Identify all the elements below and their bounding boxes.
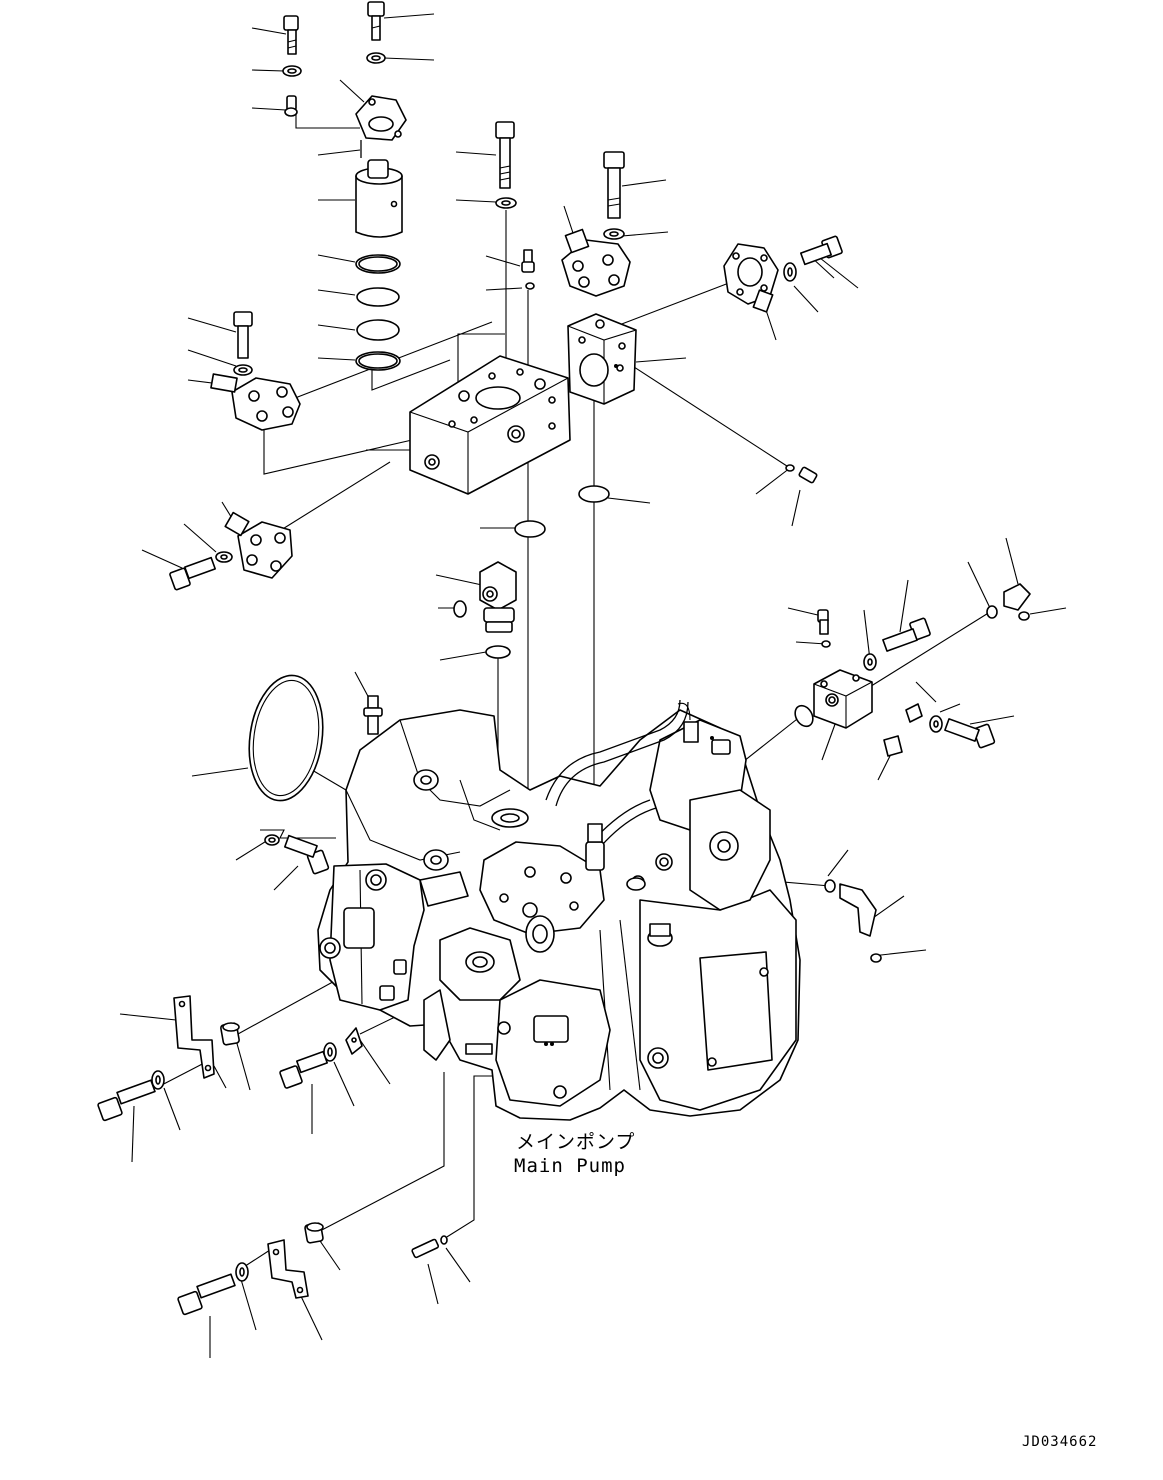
right-manifold-block xyxy=(813,669,873,729)
left-lower-washer xyxy=(151,1070,165,1090)
valve-block-side xyxy=(567,313,637,405)
spool-cylinder xyxy=(355,159,403,238)
small-nipple xyxy=(521,249,535,290)
right-clip xyxy=(883,703,923,757)
side-flange-left xyxy=(210,373,301,431)
left-lower-bolt xyxy=(97,1079,156,1122)
mid-lower-washer xyxy=(323,1042,337,1062)
bottom-washer xyxy=(235,1262,249,1282)
main-pump-body xyxy=(317,699,801,1121)
mid-lower-clip xyxy=(345,1027,363,1055)
sensor-o-ring xyxy=(453,600,511,659)
pressure-sensor xyxy=(479,561,517,633)
bottom-nipple xyxy=(411,1235,448,1259)
left-bolt xyxy=(233,311,253,359)
right-fitting-small xyxy=(785,464,818,484)
split-flange-top xyxy=(561,228,631,297)
right-o-ring-2 xyxy=(794,704,814,728)
top-left-bolt xyxy=(283,15,299,55)
right-bolt-top xyxy=(799,235,843,266)
spacer-left xyxy=(220,1022,240,1046)
bottom-bracket xyxy=(267,1239,309,1299)
left-mid-bolt xyxy=(283,834,330,875)
bottom-bolt xyxy=(177,1273,236,1316)
valve-block-main xyxy=(409,355,571,495)
center-washer xyxy=(495,197,517,209)
flange-cap xyxy=(355,95,407,141)
left-washer xyxy=(233,364,253,376)
right-bolt-2 xyxy=(882,617,931,652)
left-washer-lower xyxy=(215,551,233,563)
top-left-washer xyxy=(282,65,302,77)
main-pump-label-en: Main Pump xyxy=(514,1155,626,1177)
top-washer-2 xyxy=(366,52,386,64)
small-plug xyxy=(284,95,298,117)
right-bolt-3 xyxy=(944,718,996,749)
o-rings-stack xyxy=(355,254,401,371)
stud-fitting xyxy=(363,695,383,735)
right-washer-2 xyxy=(863,653,877,671)
right-nipple xyxy=(817,609,831,648)
main-pump-label-jp: メインポンプ xyxy=(516,1131,636,1153)
left-flange-lower xyxy=(224,511,293,579)
bottom-spacer xyxy=(304,1222,324,1244)
right-flange-top xyxy=(723,243,779,313)
large-o-ring xyxy=(248,674,324,802)
top-bolt-2 xyxy=(367,1,385,41)
right-elbow-lower xyxy=(824,879,882,963)
leader-lines xyxy=(119,13,1067,1358)
right-washer xyxy=(603,228,625,240)
right-elbow xyxy=(986,583,1031,621)
bracket-left xyxy=(173,995,215,1079)
left-bolt-lower xyxy=(169,556,217,591)
o-ring-mid xyxy=(514,485,610,538)
mid-lower-bolt xyxy=(279,1050,329,1089)
right-bolt-long xyxy=(603,151,625,219)
right-washer-3 xyxy=(929,715,943,733)
right-washer-top xyxy=(783,262,797,282)
left-mid-washer xyxy=(264,834,280,846)
drawing-id: JD034662 xyxy=(1022,1434,1098,1450)
pump-detail-dots xyxy=(544,364,714,1046)
center-bolt-long xyxy=(495,121,515,189)
